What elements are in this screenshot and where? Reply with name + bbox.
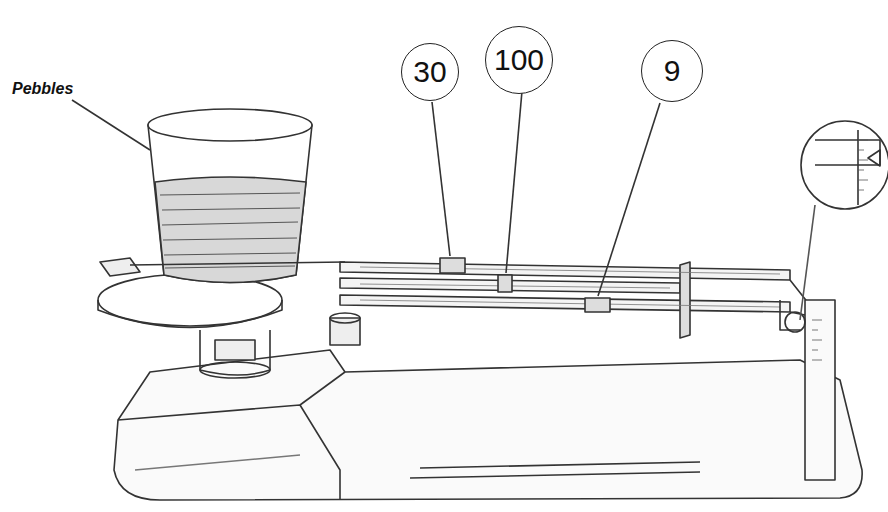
callout-number: 9: [664, 56, 681, 86]
callout-number: 100: [494, 45, 544, 75]
callout-number: 30: [413, 57, 446, 87]
callout-circle: 100: [485, 26, 553, 94]
callout-circle: 30: [401, 43, 459, 101]
part-label: Pebbles: [10, 80, 75, 98]
callout-circle: 9: [641, 40, 703, 102]
